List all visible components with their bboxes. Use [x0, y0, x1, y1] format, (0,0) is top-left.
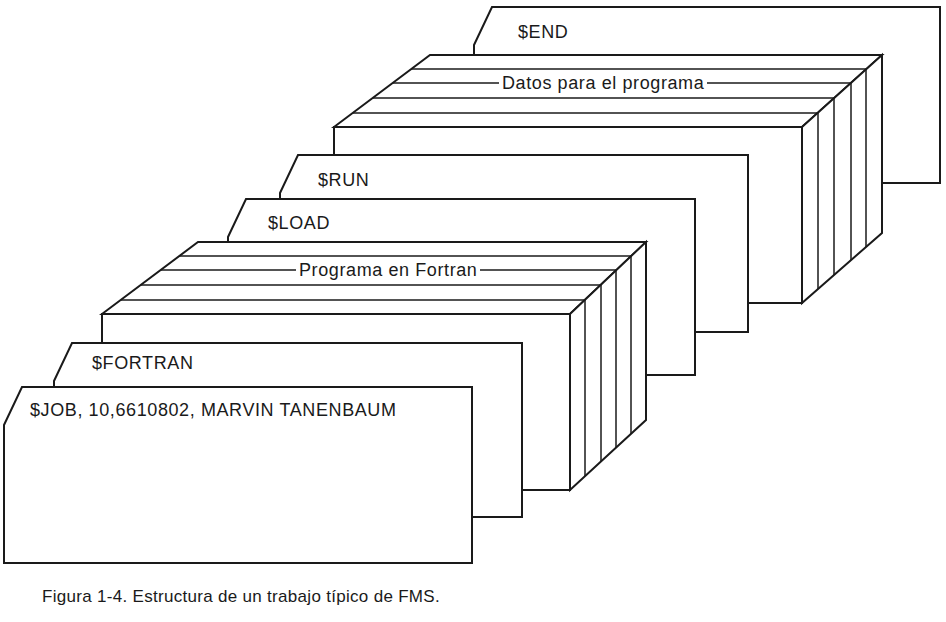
run-card: $RUN: [318, 169, 369, 191]
figure-caption: Figura 1-4. Estructura de un trabajo típ…: [42, 587, 440, 607]
load-card: $LOAD: [268, 212, 330, 234]
card-label: $LOAD: [268, 212, 330, 234]
deck-side: [570, 242, 646, 490]
card-label: $END: [518, 21, 568, 43]
card-outline: [4, 387, 472, 563]
deck-top: [102, 242, 646, 314]
card-label: $FORTRAN: [92, 352, 193, 374]
end-card: $END: [518, 21, 568, 43]
card-label: Datos para el programa: [499, 72, 707, 94]
deck-top: [334, 55, 882, 127]
fortran-card: $FORTRAN: [92, 352, 193, 374]
deck-side: [802, 55, 882, 303]
job-card: $JOB, 10,6610802, MARVIN TANENBAUM: [30, 399, 397, 421]
card-label: $RUN: [318, 169, 369, 191]
program-deck: Programa en Fortran: [296, 259, 480, 281]
card-label: Programa en Fortran: [296, 259, 480, 281]
data-deck: Datos para el programa: [499, 72, 707, 94]
card-label: $JOB, 10,6610802, MARVIN TANENBAUM: [30, 399, 397, 421]
